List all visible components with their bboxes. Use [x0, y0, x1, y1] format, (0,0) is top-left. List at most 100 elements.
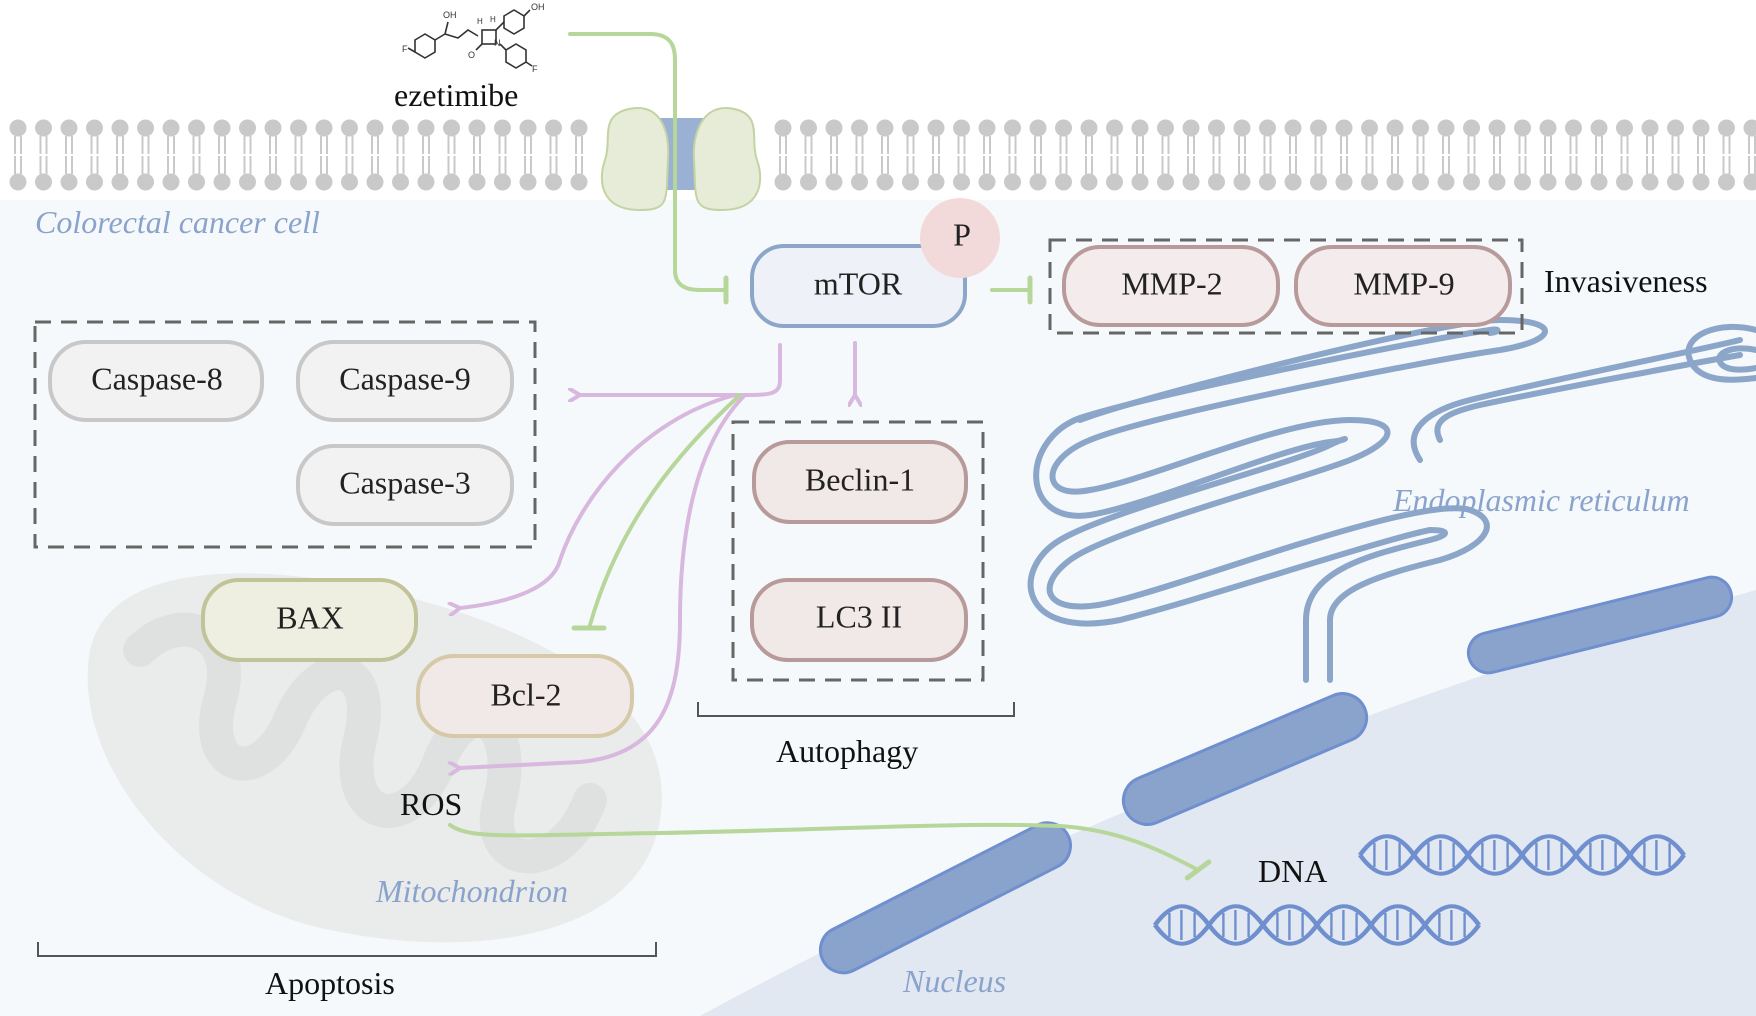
cell-membrane	[8, 118, 1756, 192]
mmp9-node: MMP-9	[1294, 245, 1512, 327]
lipid-bottom	[518, 155, 538, 192]
mtor-to-bax-arrow	[460, 393, 737, 608]
svg-text:P: P	[953, 216, 971, 252]
lipid-bottom	[926, 155, 946, 192]
lipid-bottom	[314, 155, 334, 192]
svg-text:N: N	[494, 38, 501, 48]
lipid-bottom	[1105, 155, 1124, 192]
lipid-bottom	[1283, 155, 1303, 192]
lipid-top	[1207, 118, 1226, 155]
lipid-top	[416, 118, 436, 155]
lipid-bottom	[1181, 155, 1201, 192]
svg-text:F: F	[532, 64, 538, 74]
lipid-top	[926, 118, 946, 155]
autophagy-bracket	[697, 702, 1015, 717]
lipid-bottom	[340, 155, 359, 192]
lipid-top	[289, 118, 308, 155]
lipid-top	[1411, 118, 1430, 155]
transporter-protein-icon	[600, 107, 762, 212]
lipid-bottom	[1513, 155, 1532, 192]
lipid-top	[850, 118, 869, 155]
lipid-bottom	[799, 155, 818, 192]
lc3-node: LC3 II	[750, 578, 968, 662]
lipid-top	[212, 118, 232, 155]
lipid-bottom	[901, 155, 920, 192]
svg-text:BAX: BAX	[276, 599, 344, 635]
lipid-bottom	[8, 155, 28, 192]
svg-text:OH: OH	[531, 2, 545, 12]
svg-text:mTOR: mTOR	[814, 265, 903, 301]
svg-text:MMP-2: MMP-2	[1121, 265, 1222, 301]
svg-text:Caspase-8: Caspase-8	[91, 360, 223, 396]
lipid-bottom	[416, 155, 436, 192]
cell-region-label: Colorectal cancer cell	[35, 204, 320, 240]
autophagy-label: Autophagy	[776, 733, 918, 769]
lipid-bottom	[1207, 155, 1226, 192]
lipid-top	[1054, 118, 1073, 155]
lipid-bottom	[1360, 155, 1379, 192]
svg-text:O: O	[468, 50, 475, 60]
lipid-top	[952, 118, 971, 155]
lipid-bottom	[1640, 155, 1660, 192]
apoptosis-bracket	[37, 942, 657, 957]
mmp2-node: MMP-2	[1062, 245, 1280, 327]
chromatin-rods	[818, 575, 1734, 975]
lipid-bottom	[1538, 155, 1558, 192]
lipid-top	[977, 118, 997, 155]
lipid-top	[799, 118, 818, 155]
bcl2-node: Bcl-2	[416, 654, 634, 738]
lipid-top	[1640, 118, 1660, 155]
svg-text:OH: OH	[443, 10, 457, 20]
lipid-top	[1028, 118, 1048, 155]
lipid-bottom	[1742, 155, 1756, 192]
lipid-top	[161, 118, 181, 155]
caspase3-node: Caspase-3	[296, 444, 514, 526]
ros-label: ROS	[400, 786, 462, 822]
lipid-bottom	[467, 155, 487, 192]
bax-node: BAX	[201, 578, 418, 662]
apoptosis-label: Apoptosis	[265, 965, 395, 1001]
lipid-top	[85, 118, 104, 155]
lipid-bottom	[1564, 155, 1583, 192]
svg-text:H: H	[490, 15, 496, 24]
lipid-top	[1615, 118, 1634, 155]
lipid-bottom	[1028, 155, 1048, 192]
endoplasmic-reticulum-shape	[1027, 316, 1756, 683]
lipid-bottom	[391, 155, 410, 192]
lipid-top	[8, 118, 28, 155]
lipid-top	[493, 118, 512, 155]
lipid-top	[391, 118, 410, 155]
lipid-bottom	[1232, 155, 1252, 192]
lipid-top	[136, 118, 155, 155]
lipid-top	[1258, 118, 1277, 155]
lipid-bottom	[773, 155, 793, 192]
lipid-top	[59, 118, 79, 155]
lipid-top	[34, 118, 53, 155]
lipid-top	[824, 118, 844, 155]
lipid-top	[1436, 118, 1456, 155]
mtor-node: mTOR	[750, 244, 967, 328]
lipid-top	[238, 118, 257, 155]
lipid-bottom	[34, 155, 53, 192]
lipid-bottom	[1487, 155, 1507, 192]
lipid-top	[1742, 118, 1756, 155]
lipid-top	[1462, 118, 1481, 155]
svg-text:Caspase-9: Caspase-9	[339, 360, 471, 396]
lipid-top	[1564, 118, 1583, 155]
lipid-top	[1079, 118, 1099, 155]
svg-text:Bcl-2: Bcl-2	[490, 676, 561, 712]
svg-text:F: F	[402, 44, 408, 54]
caspase8-node: Caspase-8	[48, 340, 264, 422]
lipid-bottom	[1054, 155, 1073, 192]
lipid-bottom	[59, 155, 79, 192]
lipid-top	[1232, 118, 1252, 155]
mmp-group-box	[1048, 238, 1524, 335]
svg-text:MMP-9: MMP-9	[1353, 265, 1454, 301]
lipid-bottom	[238, 155, 257, 192]
lipid-bottom	[161, 155, 181, 192]
phospho-badge: P	[920, 198, 1000, 278]
lipid-bottom	[289, 155, 308, 192]
caspase-group-box	[33, 320, 537, 549]
lipid-top	[544, 118, 563, 155]
lipid-bottom	[544, 155, 563, 192]
